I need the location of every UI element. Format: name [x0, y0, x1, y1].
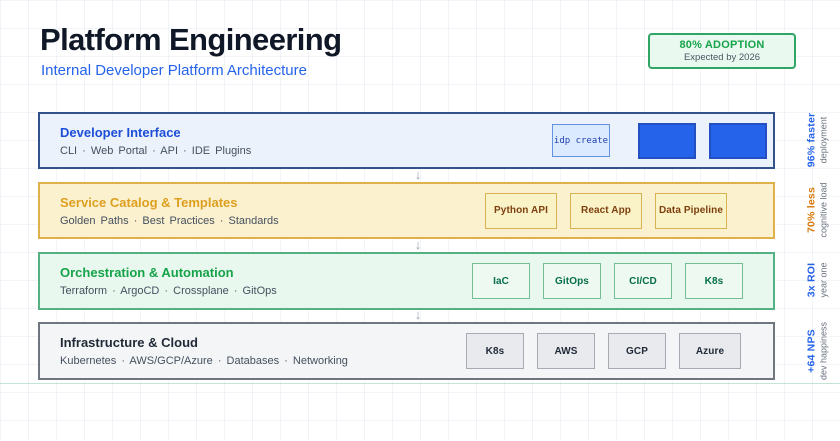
layer-orchestration: Orchestration & Automation Terraform · A…	[38, 252, 775, 310]
metric-nps: +64 NPS dev happiness	[806, 296, 829, 406]
chip-gitops: GitOps	[543, 263, 601, 299]
chip-aws: AWS	[537, 333, 595, 369]
layer-title: Developer Interface	[60, 124, 181, 140]
layer-text-block: Service Catalog & Templates Golden Paths…	[60, 195, 279, 227]
layer-items: Kubernetes · AWS/GCP/Azure · Databases ·…	[60, 355, 348, 367]
layer-chips: idp create	[552, 122, 767, 159]
chip-react-app: React App	[570, 192, 642, 229]
chip-iac: IaC	[472, 263, 530, 299]
chip-k8s: K8s	[685, 263, 743, 299]
adoption-badge-value: 80% ADOPTION	[679, 39, 765, 51]
layer-text-block: Orchestration & Automation Terraform · A…	[60, 265, 277, 297]
adoption-badge-note: Expected by 2026	[683, 52, 761, 63]
layer-chips: IaC GitOps CI/CD K8s	[472, 263, 743, 299]
arrow-down-icon: ↓	[414, 237, 422, 252]
layer-items: CLI · Web Portal · API · IDE Plugins	[60, 144, 252, 157]
portal-block	[638, 122, 696, 159]
metric-value: +64 NPS	[805, 329, 818, 373]
layer-service-catalog: Service Catalog & Templates Golden Paths…	[38, 182, 775, 239]
layer-developer-interface: Developer Interface CLI · Web Portal · A…	[38, 112, 775, 169]
baseline-divider	[0, 383, 840, 384]
chip-python-api: Python API	[485, 192, 557, 229]
chip-azure: Azure	[679, 333, 741, 369]
layer-items: Terraform · ArgoCD · Crossplane · GitOps	[60, 285, 277, 297]
api-block	[709, 122, 767, 159]
metric-label: dev happiness	[818, 321, 829, 381]
chip-gcp: GCP	[608, 333, 666, 369]
layer-title: Orchestration & Automation	[60, 265, 234, 280]
layer-chips: K8s AWS GCP Azure	[466, 333, 741, 369]
adoption-badge: 80% ADOPTION Expected by 2026	[648, 33, 796, 69]
layer-infrastructure: Infrastructure & Cloud Kubernetes · AWS/…	[38, 322, 775, 380]
layer-title: Service Catalog & Templates	[60, 194, 238, 210]
layer-chips: Python API React App Data Pipeline	[485, 192, 727, 229]
chip-k8s: K8s	[466, 333, 524, 369]
page-title: Platform Engineering	[40, 22, 342, 57]
layer-text-block: Developer Interface CLI · Web Portal · A…	[60, 125, 251, 157]
layer-items: Golden Paths · Best Practices · Standard…	[60, 214, 279, 227]
page-subtitle: Internal Developer Platform Architecture	[41, 62, 307, 79]
layer-title: Infrastructure & Cloud	[60, 335, 198, 350]
arrow-down-icon: ↓	[414, 167, 422, 182]
chip-data-pipeline: Data Pipeline	[655, 192, 727, 229]
layer-text-block: Infrastructure & Cloud Kubernetes · AWS/…	[60, 335, 348, 367]
chip-cicd: CI/CD	[614, 263, 672, 299]
terminal-command-chip: idp create	[552, 124, 610, 157]
arrow-down-icon: ↓	[414, 307, 422, 322]
